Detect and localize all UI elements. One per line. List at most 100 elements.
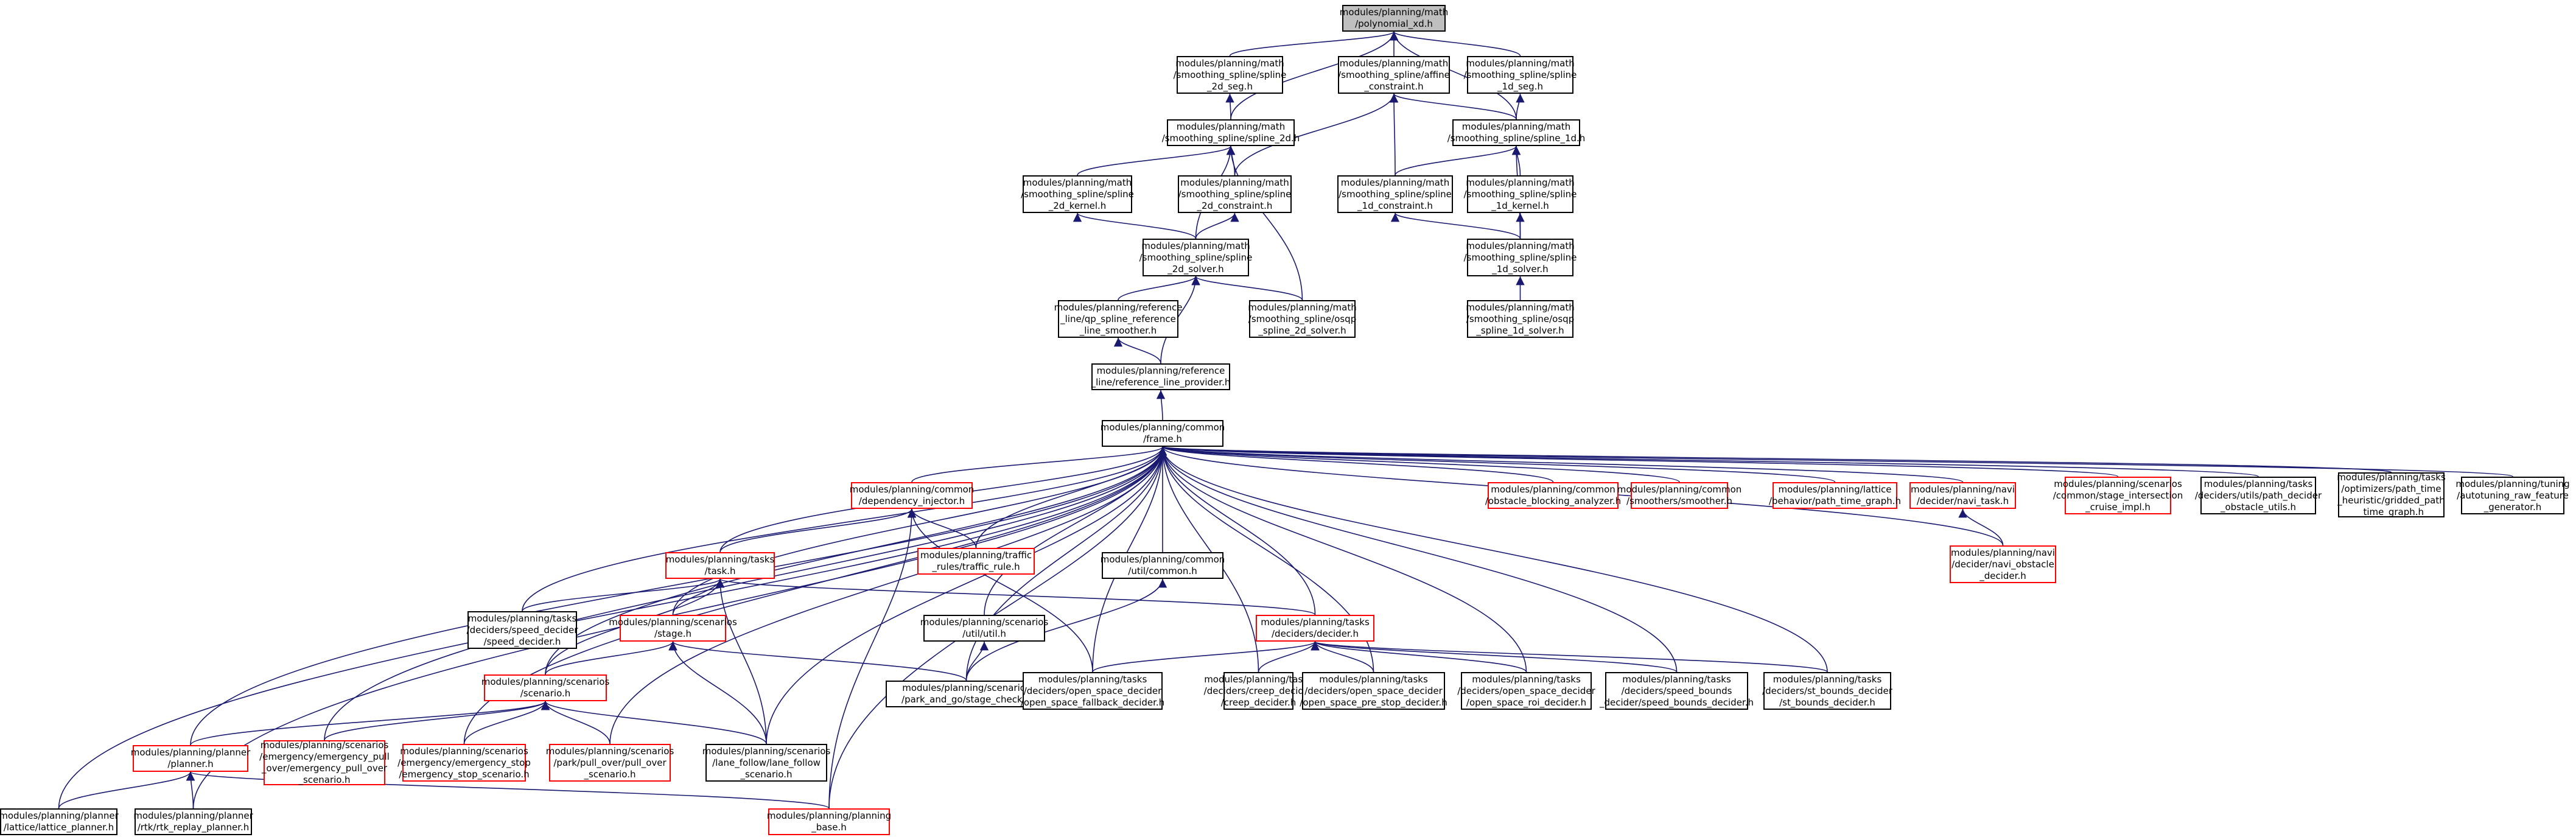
node-osfd[interactable]: modules/planning/tasks/deciders/open_spa… [1020, 672, 1165, 710]
node-smoother[interactable]: modules/planning/common/smoothers/smooth… [1617, 482, 1741, 509]
node-pbase[interactable]: modules/planning/planning_base.h [767, 808, 891, 835]
node-label-line: /frame.h [1143, 433, 1182, 444]
node-label-line: /open_space_fallback_decider.h [1020, 696, 1165, 708]
node-rlp[interactable]: modules/planning/reference_line/referenc… [1091, 363, 1230, 390]
node-label-line: /smoothing_spline/spline [1463, 69, 1577, 80]
node-label-line: /deciders/st_bounds_decider [1762, 685, 1892, 696]
node-pullover[interactable]: modules/planning/scenarios/park/pull_ove… [546, 744, 674, 782]
edge-creep-includes-decider [1258, 641, 1320, 673]
node-label-line: /scenario.h [520, 688, 571, 699]
node-qp[interactable]: modules/planning/reference_line/qp_splin… [1054, 300, 1182, 338]
node-label-line: _decider/speed_bounds_decider.h [1600, 696, 1754, 708]
node-seg2d[interactable]: modules/planning/math/smoothing_spline/s… [1174, 56, 1286, 94]
edge-osfd-includes-frame [1092, 446, 1167, 673]
node-task[interactable]: modules/planning/tasks/task.h [665, 552, 775, 579]
node-label-line: /smoothing_spline/spline [1178, 188, 1292, 200]
node-c1d[interactable]: modules/planning/math/smoothing_spline/s… [1337, 175, 1453, 213]
node-label-line: modules/planning/common [849, 484, 975, 495]
node-label-line: _constraint.h [1364, 80, 1424, 92]
edge-lanefollow-includes-frame [766, 446, 1167, 744]
edge-stb-includes-frame [1158, 446, 1828, 673]
node-k1d[interactable]: modules/planning/math/smoothing_spline/s… [1464, 175, 1577, 213]
node-c2d[interactable]: modules/planning/math/smoothing_spline/s… [1178, 175, 1292, 213]
node-label-line: /smoothing_spline/spline_2d.h [1161, 133, 1300, 144]
node-label-line: /open_space_pre_stop_decider.h [1300, 696, 1447, 708]
node-label-line: /decider/navi_obstacle [1951, 558, 2054, 570]
edge-s2d-includes-k2d [1073, 212, 1197, 239]
node-sp1d[interactable]: modules/planning/math/smoothing_spline/s… [1447, 119, 1585, 146]
node-label-line: /emergency/emergency_stop [397, 757, 531, 768]
node-sutil[interactable]: modules/planning/scenarios/util/util.h [920, 615, 1048, 642]
edge-autotune-includes-frame [1159, 446, 2513, 477]
node-rtk[interactable]: modules/planning/planner/rtk/rtk_replay_… [133, 808, 253, 835]
node-label-line: _2d_constraint.h [1197, 200, 1273, 211]
node-label-line: modules/planning/scenarios [920, 617, 1049, 628]
node-label-line: /speed_decider.h [483, 636, 561, 647]
node-k2d[interactable]: modules/planning/math/smoothing_spline/s… [1021, 175, 1134, 213]
node-label-line: modules/planning/tasks [1261, 617, 1370, 628]
node-label-line: /smoothers/smoother.h [1626, 496, 1732, 506]
node-label-line: modules/planning/tasks [1204, 673, 1313, 685]
node-frame[interactable]: modules/planning/common/frame.h [1101, 420, 1225, 447]
node-emgpull[interactable]: modules/planning/scenarios/emergency/eme… [259, 740, 390, 785]
node-label-line: modules/planning/math [1141, 240, 1250, 251]
node-label-line: /util/util.h [962, 628, 1006, 639]
node-osqp2d[interactable]: modules/planning/math/smoothing_spline/o… [1248, 300, 1357, 338]
node-cruise[interactable]: modules/planning/scenarios/common/stage_… [2053, 477, 2183, 514]
node-label-line: modules/planning/tasks [1622, 673, 1731, 685]
node-label-line: /deciders/utils/path_decider [2194, 489, 2322, 501]
node-osqp1d[interactable]: modules/planning/math/smoothing_spline/o… [1466, 300, 1575, 338]
node-label-line: _line/qp_spline_reference [1060, 313, 1176, 324]
node-s2d[interactable]: modules/planning/math/smoothing_spline/s… [1139, 239, 1252, 276]
node-label-line: _line_smoother.h [1079, 324, 1157, 336]
edge-pbase-includes-frame [828, 446, 1167, 809]
node-label-line: _scenario.h [740, 768, 793, 780]
node-label-line: modules/planning/tasks [665, 554, 775, 565]
node-pres[interactable]: modules/planning/tasks/deciders/open_spa… [1300, 672, 1447, 710]
edge-sbd-includes-frame [1158, 446, 1678, 673]
node-emgstop[interactable]: modules/planning/scenarios/emergency/eme… [397, 744, 531, 782]
node-label-line: modules/planning/scenarios [609, 617, 737, 628]
node-seg1d[interactable]: modules/planning/math/smoothing_spline/s… [1464, 56, 1577, 94]
node-creep[interactable]: modules/planning/tasks/deciders/creep_de… [1204, 672, 1313, 710]
node-label-line: _scenario.h [298, 774, 351, 785]
node-gridded[interactable]: modules/planning/tasks/optimizers/path_t… [2337, 472, 2446, 517]
node-navitask[interactable]: modules/planning/navi/decider/navi_task.… [1909, 482, 2016, 509]
node-sp2d[interactable]: modules/planning/math/smoothing_spline/s… [1162, 119, 1300, 146]
node-speeddec[interactable]: modules/planning/tasks/deciders/speed_de… [467, 611, 578, 649]
node-label-line: /smoothing_spline/spline [1463, 188, 1577, 200]
node-stb[interactable]: modules/planning/tasks/deciders/st_bound… [1762, 672, 1892, 710]
node-sbd[interactable]: modules/planning/tasks/deciders/speed_bo… [1600, 672, 1754, 710]
node-planner[interactable]: modules/planning/planner/planner.h [131, 745, 250, 772]
node-label-line: _rules/traffic_rule.h [932, 561, 1020, 572]
node-pdobs[interactable]: modules/planning/tasks/deciders/utils/pa… [2195, 477, 2322, 514]
edge-lanefollow-includes-stage [668, 641, 767, 744]
node-label-line: modules/planning/traffic [920, 550, 1032, 561]
node-s1d[interactable]: modules/planning/math/smoothing_spline/s… [1464, 239, 1577, 276]
node-affine[interactable]: modules/planning/math/smoothing_spline/a… [1338, 56, 1450, 94]
node-lattice[interactable]: modules/planning/planner/lattice/lattice… [0, 808, 119, 835]
node-dep[interactable]: modules/planning/common/dependency_injec… [849, 482, 975, 509]
edge-seg1d-includes-poly [1390, 31, 1521, 57]
node-label-line: /deciders/creep_decider [1203, 685, 1314, 696]
node-autotune[interactable]: modules/planning/tuning/autotuning_raw_f… [2455, 477, 2570, 514]
node-ptg[interactable]: modules/planning/lattice/behavior/path_t… [1769, 482, 1901, 509]
node-scenario[interactable]: modules/planning/scenarios/scenario.h [481, 674, 609, 701]
node-navobs[interactable]: modules/planning/navi/decider/navi_obsta… [1950, 545, 2056, 583]
edge-sp2d-includes-seg2d [1225, 93, 1234, 120]
node-decider[interactable]: modules/planning/tasks/deciders/decider.… [1256, 615, 1374, 642]
edge-osqp2d-includes-s2d [1191, 276, 1303, 301]
node-label-line: /deciders/decider.h [1272, 628, 1359, 639]
node-park[interactable]: modules/planning/scenarios/park_and_go/s… [886, 681, 1047, 707]
node-label-line: _base.h [811, 822, 847, 833]
edge-roi-includes-decider [1311, 641, 1527, 673]
node-label-line: modules/planning/math [1339, 7, 1449, 18]
edge-lanefollow-includes-task [715, 578, 767, 744]
node-label-line: /smoothing_spline/spline [1021, 188, 1134, 200]
node-oba[interactable]: modules/planning/common/obstacle_blockin… [1485, 482, 1621, 509]
node-cutil[interactable]: modules/planning/common/util/common.h [1101, 552, 1225, 579]
node-traffic[interactable]: modules/planning/traffic_rules/traffic_r… [917, 548, 1035, 575]
node-roi[interactable]: modules/planning/tasks/deciders/open_spa… [1457, 672, 1595, 710]
node-stage[interactable]: modules/planning/scenarios/stage.h [609, 615, 737, 642]
node-lanefollow[interactable]: modules/planning/scenarios/lane_follow/l… [702, 744, 830, 782]
